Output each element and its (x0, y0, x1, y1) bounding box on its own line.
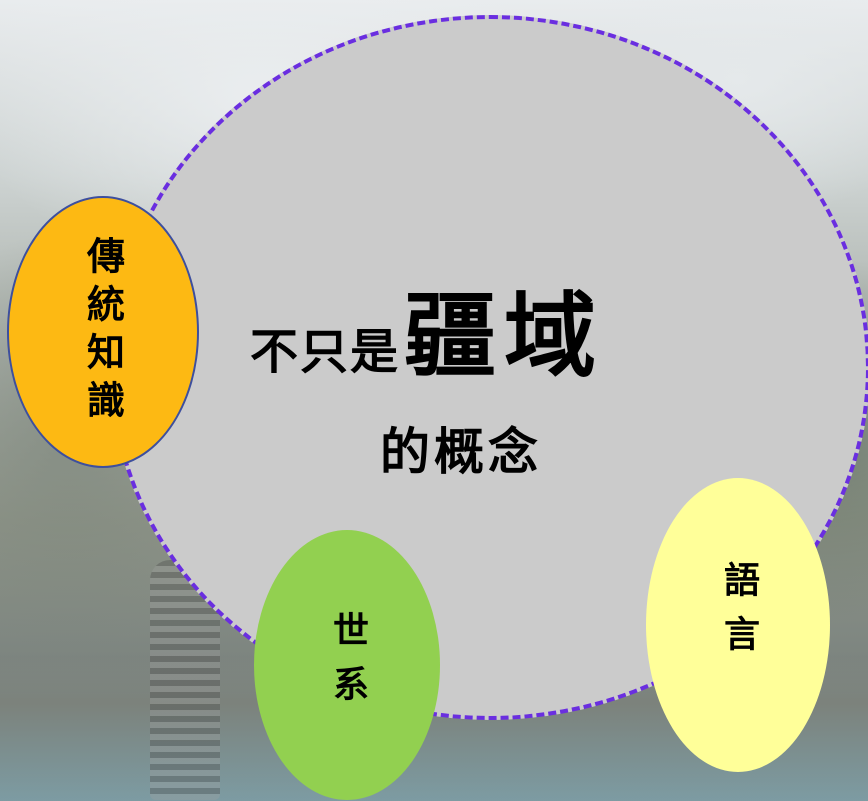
bubble-traditional-knowledge: 傳統知識 (7, 196, 199, 468)
bubble-language: 語言 (646, 478, 830, 772)
title-emphasis: 疆域 (404, 283, 605, 390)
title-prefix: 不只是 (250, 324, 401, 380)
bubble-traditional-knowledge-label: 傳統知識 (80, 236, 125, 428)
bubble-lineage-label: 世系 (327, 611, 368, 719)
bubble-lineage: 世系 (254, 530, 440, 800)
bubble-language-label: 語言 (718, 561, 759, 669)
title-suffix: 的概念 (380, 423, 542, 481)
main-title: 不只是 疆域 (250, 262, 750, 395)
